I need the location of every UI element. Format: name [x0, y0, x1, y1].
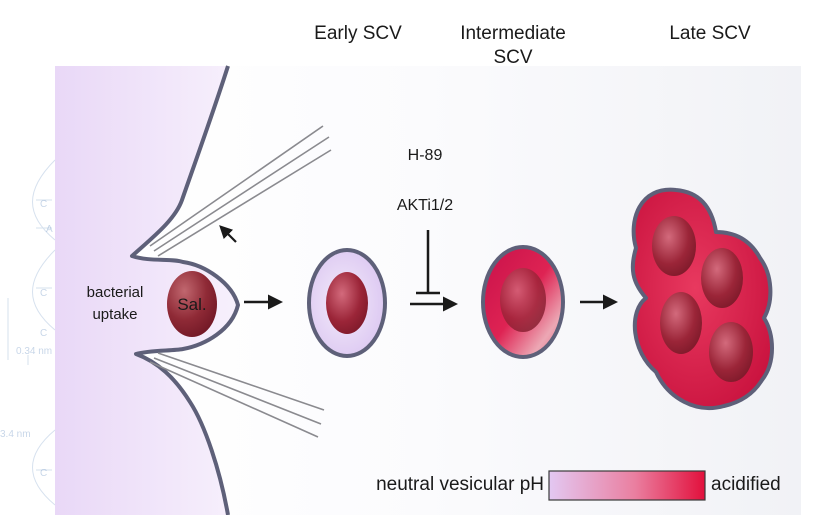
watermark-scale-2: 3.4 nm [0, 429, 31, 440]
host-cell-membrane [55, 66, 238, 515]
late-scv-bacterium-4 [709, 322, 753, 382]
ruffle-pointer-arrow [219, 225, 237, 243]
inhibitor-h89: H-89 [407, 147, 443, 164]
intermediate-scv-bacterium [500, 268, 546, 332]
actin-filaments-top [149, 125, 332, 257]
watermark-base-5: C [40, 468, 47, 479]
uptake-label-line2: uptake [92, 306, 138, 323]
uptake-label-line1: bacterial [86, 284, 144, 301]
plasma-membrane [130, 65, 240, 515]
salmonella-bacterium [167, 271, 217, 337]
legend-acidified-label: acidified [711, 474, 781, 495]
early-scv-bacterium [326, 272, 368, 334]
ph-legend-bar [548, 470, 706, 501]
legend-neutral-label: neutral vesicular pH [376, 474, 544, 495]
salmonella-label: Sal. [177, 295, 206, 314]
stage-title-intermediate-line2: SCV [493, 47, 533, 68]
stage-title-late: Late SCV [669, 23, 751, 44]
dna-watermark [7, 159, 56, 506]
watermark-base-2: A [46, 224, 53, 235]
late-scv-bacterium-3 [660, 292, 702, 354]
watermark-base-3: C [40, 288, 47, 299]
stage-title-intermediate-line1: Intermediate [460, 23, 566, 44]
watermark-base-1: C [40, 199, 47, 210]
watermark-scale-1: 0.34 nm [16, 346, 52, 357]
late-scv-bacterium-2 [701, 248, 743, 308]
stage-title-early: Early SCV [314, 23, 402, 44]
late-scv-bacterium-1 [652, 216, 696, 276]
inhibitor-akti: AKTi1/2 [396, 197, 454, 214]
watermark-base-4: C [40, 328, 47, 339]
actin-filaments-bottom [149, 352, 325, 438]
